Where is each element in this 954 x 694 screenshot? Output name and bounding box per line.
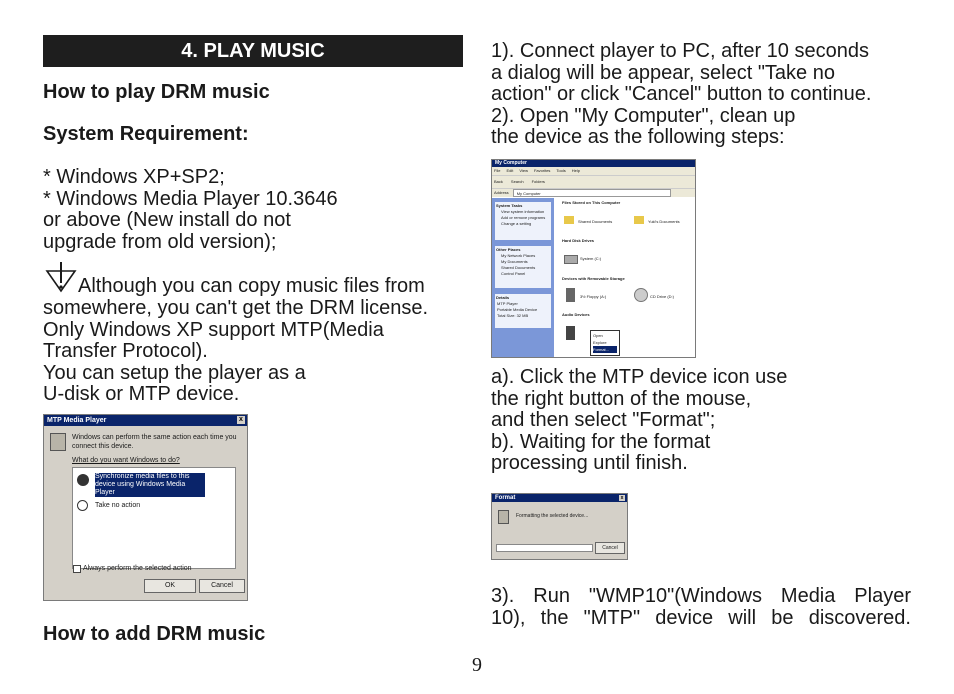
mtp-dialog-message: Windows can perform the same action each… [72, 434, 237, 450]
menu-file[interactable]: File [494, 168, 501, 173]
mtp-dialog-question: What do you want Windows to do? [72, 457, 180, 464]
play-icon [77, 474, 89, 486]
folder-user-documents[interactable]: Yuki's Documents [648, 219, 680, 224]
context-menu: Open Explore Format... [590, 330, 620, 356]
mtp-dialog: MTP Media Player x Windows can perform t… [43, 414, 248, 601]
drive-icon [564, 255, 578, 264]
details-panel: Details MTP Player Portable Media Device… [495, 294, 551, 328]
option-synchronize[interactable]: Synchronize media files to this device u… [95, 473, 205, 497]
device-icon [498, 510, 509, 524]
menu-tools[interactable]: Tools [556, 168, 566, 173]
step-3-line-1: 3). Run "WMP10"(Windows Media Player [491, 585, 911, 607]
menu-help[interactable]: Help [571, 168, 580, 173]
step-1-2-text: 1). Connect player to PC, after 10 secon… [491, 40, 872, 149]
toolbar: Back Search Folders [492, 175, 695, 188]
place-item[interactable]: Control Panel [501, 271, 526, 276]
always-checkbox-label: Always perform the selected action [83, 565, 192, 572]
place-item[interactable]: My Network Places [501, 253, 536, 258]
search-button[interactable]: Search [510, 179, 524, 184]
folders-button[interactable]: Folders [531, 179, 545, 184]
place-item[interactable]: Shared Documents [501, 265, 536, 270]
step-3-line-2: 10), the "MTP" device will be discovered… [491, 606, 911, 629]
warning-text: somewhere, you can't get the DRM license… [43, 297, 429, 406]
heading-system-requirement: System Requirement: [43, 123, 249, 145]
my-computer-titlebar: My Computer [492, 160, 695, 167]
task-pane: System Tasks View system information Add… [492, 198, 554, 357]
group-removable: Devices with Removable Storage [562, 276, 625, 281]
menu-favorites[interactable]: Favorites [533, 168, 551, 173]
format-progress-bar [496, 544, 593, 552]
address-bar: Address My Computer [492, 188, 695, 197]
my-computer-title: My Computer [495, 160, 527, 166]
back-button[interactable]: Back [494, 179, 503, 184]
details-item: Portable Media Device [497, 307, 538, 312]
floppy-icon [566, 288, 575, 302]
details-title: Details [496, 295, 510, 300]
menu-view[interactable]: View [519, 168, 528, 173]
folder-shared-documents[interactable]: Shared Documents [578, 219, 613, 224]
cd-icon [634, 288, 648, 302]
menu-edit[interactable]: Edit [506, 168, 514, 173]
other-places-title: Other Places [496, 247, 521, 252]
requirements-list: * Windows XP+SP2; * Windows Media Player… [43, 166, 338, 253]
warning-text-first-line: Although you can copy music files from [78, 275, 425, 297]
ok-button[interactable]: OK [144, 579, 196, 593]
group-audio-devices: Audio Devices [562, 312, 590, 317]
context-menu-open[interactable]: Open [593, 333, 603, 338]
drive-cd[interactable]: CD Drive (D:) [650, 294, 674, 299]
step-3-text: 3). Run "WMP10"(Windows Media Player 10)… [491, 585, 911, 629]
device-icon [50, 433, 66, 451]
address-input[interactable]: My Computer [512, 189, 671, 197]
option-take-no-action[interactable]: Take no action [95, 502, 141, 509]
menu-bar: File Edit View Favorites Tools Help [492, 167, 695, 175]
step-a-b-text: a). Click the MTP device icon use the ri… [491, 366, 788, 475]
close-button[interactable]: x [619, 495, 625, 501]
task-item[interactable]: View system information [501, 209, 545, 214]
drive-floppy[interactable]: 3½ Floppy (A:) [580, 294, 607, 299]
no-action-icon [77, 500, 88, 511]
mtp-dialog-titlebar: MTP Media Player x [44, 415, 247, 426]
folder-icon [564, 216, 574, 224]
heading-play-drm: How to play DRM music [43, 81, 270, 103]
system-tasks-panel: System Tasks View system information Add… [495, 202, 551, 240]
drive-system-c[interactable]: System (C:) [580, 256, 602, 261]
task-item[interactable]: Change a setting [501, 221, 532, 226]
format-dialog: Format x Formatting the selected device.… [491, 493, 628, 560]
group-hard-disk: Hard Disk Drives [562, 238, 595, 243]
address-label: Address [494, 190, 509, 195]
cancel-button[interactable]: Cancel [199, 579, 245, 593]
format-cancel-button[interactable]: Cancel [595, 542, 625, 554]
system-tasks-title: System Tasks [496, 203, 523, 208]
details-item: Total Size: 32 MB [497, 313, 529, 318]
context-menu-format[interactable]: Format... [593, 346, 617, 353]
folder-icon [634, 216, 644, 224]
group-files-stored: Files Stored on This Computer [562, 200, 621, 205]
task-item[interactable]: Add or remove programs [501, 215, 546, 220]
format-dialog-titlebar: Format x [492, 494, 627, 502]
format-dialog-title: Format [495, 495, 516, 501]
context-menu-explore[interactable]: Explore [593, 340, 607, 345]
always-checkbox[interactable] [73, 565, 81, 573]
details-item: MTP Player [497, 301, 518, 306]
mtp-dialog-title: MTP Media Player [47, 417, 107, 424]
warning-icon [45, 262, 77, 293]
heading-add-drm: How to add DRM music [43, 623, 266, 645]
mtp-device-icon[interactable] [566, 326, 575, 340]
other-places-panel: Other Places My Network Places My Docume… [495, 246, 551, 288]
page-number: 9 [472, 654, 482, 676]
section-title: 4. PLAY MUSIC [43, 35, 463, 67]
my-computer-window: My Computer File Edit View Favorites Too… [491, 159, 696, 358]
close-button[interactable]: x [237, 416, 245, 424]
action-list[interactable]: Synchronize media files to this device u… [72, 467, 236, 569]
format-message: Formatting the selected device... [516, 513, 589, 519]
place-item[interactable]: My Documents [501, 259, 528, 264]
